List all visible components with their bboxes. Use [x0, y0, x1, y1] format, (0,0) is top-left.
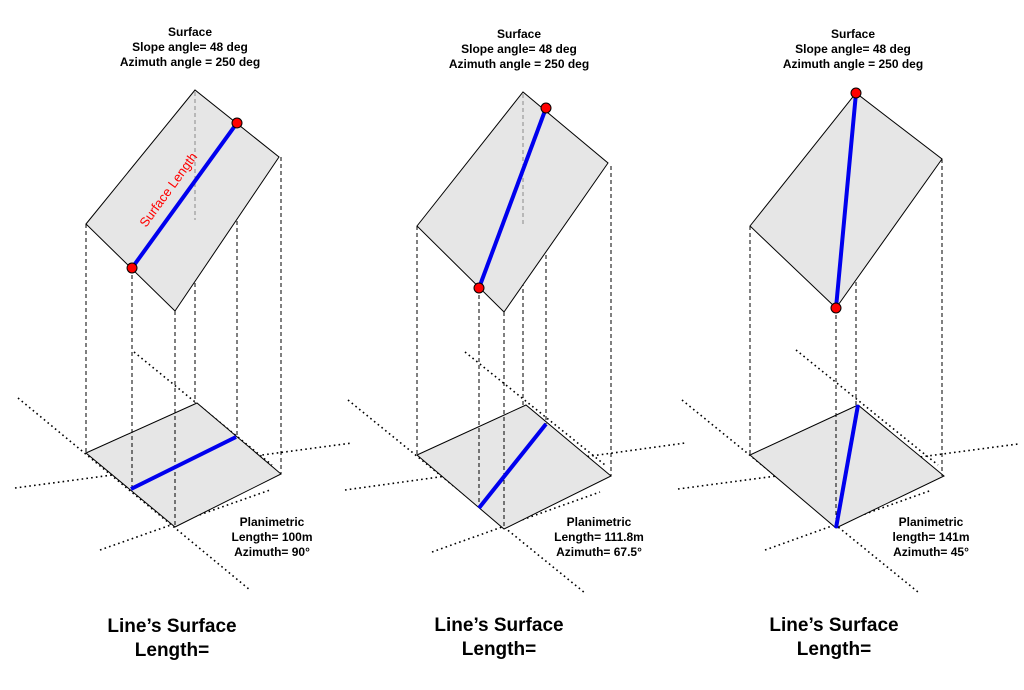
planimetric-length: Length= 111.8m: [554, 530, 644, 544]
caption-line-1: Line’s Surface: [434, 615, 563, 636]
azimuth-angle-text: Azimuth angle = 250 deg: [120, 55, 260, 69]
slope-angle-text: Slope angle= 48 deg: [461, 42, 577, 56]
surface-line: [834, 92, 858, 309]
grid-line-ew: [14, 442, 353, 489]
azimuth-angle-text: Azimuth angle = 250 deg: [449, 57, 589, 71]
planimetric-length: Length= 100m: [231, 530, 312, 544]
caption-line-2: Length=: [135, 640, 209, 661]
endpoint-marker: [231, 117, 243, 129]
planimetric-line: [130, 435, 237, 491]
grid-line-back: [464, 351, 606, 466]
planimetric-title: Planimetric: [899, 515, 964, 529]
endpoint-marker: [850, 87, 862, 99]
grid-line-front: [431, 491, 601, 553]
endpoint-marker: [126, 262, 138, 274]
planimetric-azimuth: Azimuth= 45°: [893, 545, 969, 559]
surface-title: Surface: [168, 25, 212, 39]
endpoint-marker: [540, 102, 552, 114]
planimetric-title: Planimetric: [567, 515, 632, 529]
grid-line-front: [99, 489, 271, 551]
endpoint-marker: [830, 302, 842, 314]
planimetric-length: length= 141m: [892, 530, 969, 544]
grid-line-back: [133, 351, 273, 466]
planimetric-azimuth: Azimuth= 67.5°: [556, 545, 642, 559]
planimetric-line: [477, 422, 548, 510]
planimetric-line: [834, 404, 860, 529]
grid-line-back: [795, 349, 939, 466]
surface-title: Surface: [831, 27, 875, 41]
slope-angle-text: Slope angle= 48 deg: [132, 40, 248, 54]
grid-line-ns: [347, 399, 586, 594]
surface-title: Surface: [497, 27, 541, 41]
panel-2: Surface Slope angle= 48 deg Azimuth angl…: [344, 27, 686, 660]
slope-angle-text: Slope angle= 48 deg: [795, 42, 911, 56]
azimuth-angle-text: Azimuth angle = 250 deg: [783, 57, 923, 71]
planimetric-title: Planimetric: [240, 515, 305, 529]
panel-3: Surface Slope angle= 48 deg Azimuth angl…: [677, 27, 1019, 660]
caption-line-2: Length=: [462, 639, 536, 660]
caption-line-1: Line’s Surface: [107, 616, 236, 637]
surface-line: [130, 121, 239, 270]
caption-line-1: Line’s Surface: [769, 615, 898, 636]
grid-line-front: [764, 489, 933, 551]
surface-line: [477, 107, 548, 289]
endpoint-marker: [473, 282, 485, 294]
grid-line-ns: [17, 397, 251, 591]
caption-line-2: Length=: [797, 639, 871, 660]
planimetric-azimuth: Azimuth= 90°: [234, 545, 310, 559]
panel-1: Surface Length Surface Slope angle= 48 d…: [14, 25, 353, 661]
